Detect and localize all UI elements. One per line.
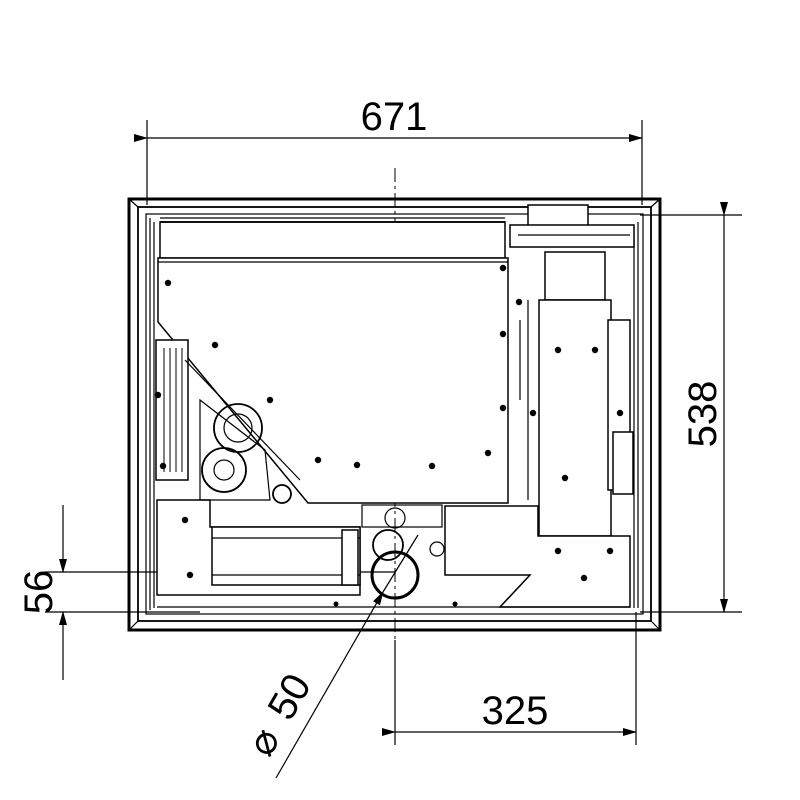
- outlet-offset-label: 325: [482, 689, 549, 733]
- outer-frame: [127, 197, 662, 632]
- overall-height-label: 538: [681, 381, 725, 448]
- dimension-overall-height: 538: [640, 202, 742, 613]
- diameter-symbol: ⌀: [239, 720, 289, 763]
- fasteners: [154, 264, 624, 607]
- motor-assembly: [155, 339, 301, 504]
- dimension-outlet-offset: 325: [382, 612, 637, 745]
- bottom-offset-label: 56: [17, 570, 61, 615]
- outlet-pipe: [361, 504, 445, 600]
- hopper-box: [157, 217, 509, 504]
- overall-width-label: 671: [361, 95, 428, 139]
- dimension-overall-width: 671: [134, 95, 643, 205]
- lower-housing: [156, 499, 631, 608]
- right-column: [509, 204, 635, 537]
